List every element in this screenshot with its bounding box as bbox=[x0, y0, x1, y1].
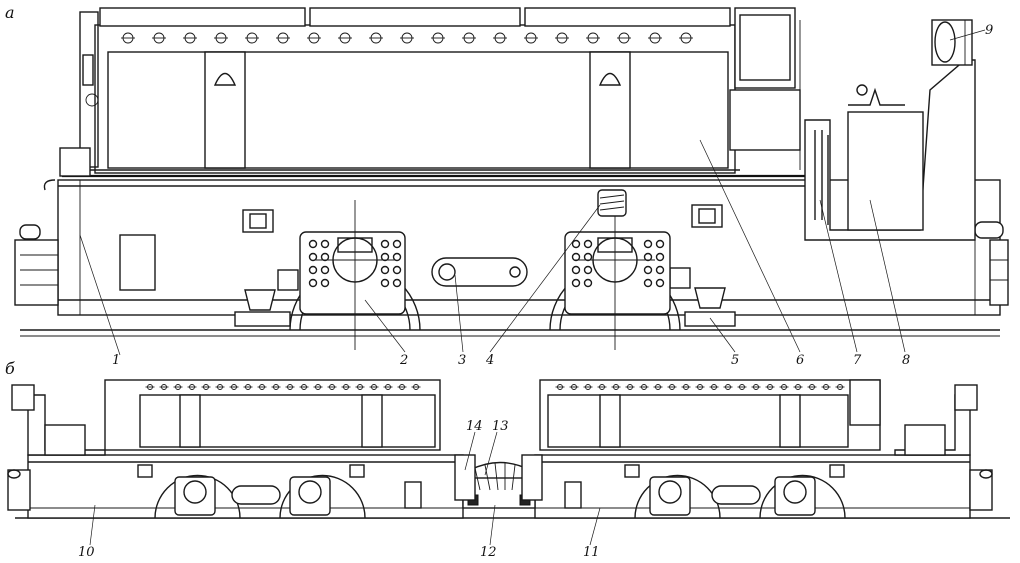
left-buffer-a bbox=[14, 224, 59, 306]
wheels-left-b bbox=[137, 464, 422, 519]
bolt bbox=[643, 252, 653, 262]
bolt bbox=[583, 252, 593, 262]
bolt bbox=[320, 278, 330, 288]
leader-lines bbox=[79, 29, 986, 546]
spring-a bbox=[431, 257, 528, 287]
callout-3: 3 bbox=[458, 353, 466, 368]
bolt bbox=[308, 252, 318, 262]
callout-10: 10 bbox=[78, 545, 95, 560]
bolt bbox=[643, 278, 653, 288]
bolt bbox=[571, 252, 581, 262]
bolt bbox=[655, 278, 665, 288]
bolt bbox=[380, 278, 390, 288]
callout-8: 8 bbox=[902, 353, 910, 368]
bolt bbox=[320, 239, 330, 249]
bolt bbox=[643, 239, 653, 249]
axle-box-right-a bbox=[549, 200, 681, 350]
axle-box-left-a bbox=[289, 200, 421, 350]
bolt bbox=[392, 252, 402, 262]
bolt bbox=[308, 265, 318, 275]
callout-12: 12 bbox=[480, 545, 497, 560]
bolt bbox=[655, 239, 665, 249]
bolt bbox=[571, 239, 581, 249]
bolt bbox=[571, 278, 581, 288]
rivet-row-a bbox=[121, 32, 693, 44]
callout-11: 11 bbox=[583, 545, 600, 560]
bolt bbox=[655, 265, 665, 275]
callout-13: 13 bbox=[492, 419, 509, 434]
battery-right-b bbox=[539, 379, 881, 451]
bolt bbox=[571, 265, 581, 275]
bolt bbox=[320, 265, 330, 275]
callout-4: 4 bbox=[485, 353, 494, 368]
cab-a bbox=[804, 59, 976, 241]
battery-left-b bbox=[104, 379, 441, 451]
bolt bbox=[308, 278, 318, 288]
view-b-locomotive bbox=[7, 379, 1010, 519]
bolt bbox=[643, 265, 653, 275]
callout-7: 7 bbox=[853, 353, 862, 368]
wheels-right-b bbox=[564, 464, 846, 519]
bolt bbox=[320, 252, 330, 262]
bolt bbox=[308, 239, 318, 249]
bolt bbox=[583, 239, 593, 249]
callout-2: 2 bbox=[399, 353, 408, 368]
bolt bbox=[380, 252, 390, 262]
callout-6: 6 bbox=[796, 353, 804, 368]
callout-14: 14 bbox=[466, 419, 483, 434]
bolt bbox=[392, 239, 402, 249]
battery-box-a bbox=[94, 24, 736, 174]
controller-a bbox=[734, 7, 796, 89]
callout-5: 5 bbox=[731, 353, 739, 368]
bolt bbox=[380, 265, 390, 275]
bolt bbox=[583, 278, 593, 288]
seat-box-a bbox=[847, 111, 924, 231]
view-letter-b: б bbox=[5, 359, 15, 378]
bolt bbox=[655, 252, 665, 262]
callout-1: 1 bbox=[112, 353, 120, 368]
callout-9: 9 bbox=[985, 23, 993, 38]
bolt bbox=[392, 278, 402, 288]
headlight-a bbox=[931, 19, 973, 66]
view-letter-a: а bbox=[5, 3, 15, 22]
view-a-locomotive bbox=[14, 7, 1009, 350]
coil-part-a bbox=[597, 189, 627, 217]
coupling-b bbox=[454, 454, 543, 509]
bolt bbox=[392, 265, 402, 275]
bolt bbox=[583, 265, 593, 275]
bolt bbox=[380, 239, 390, 249]
